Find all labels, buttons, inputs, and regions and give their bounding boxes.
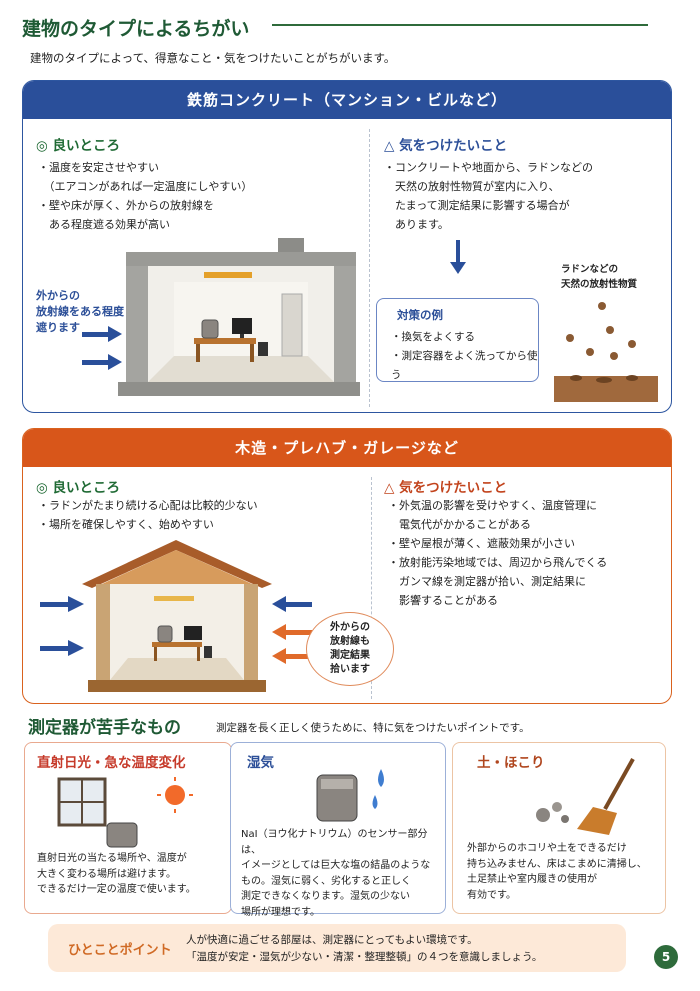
- wooden-header: 木造・プレハブ・ガレージなど: [23, 429, 671, 467]
- humidity-text: NaI（ヨウ化ナトリウム）のセンサー部分は、 イメージとしては巨大な塩の結晶のよ…: [241, 829, 431, 918]
- page-intro: 建物のタイプによって、得意なこと・気をつけたいことがちがいます。: [30, 51, 396, 65]
- wooden-divider: [371, 477, 372, 699]
- weakness-title: 測定器が苦手なもの: [28, 718, 181, 738]
- dust-title: 土・ほこり: [477, 755, 545, 771]
- concrete-warn-title: △ 気をつけたいこと: [384, 138, 508, 154]
- list-item: ある程度遮る効果が高い: [38, 218, 170, 231]
- page-title: 建物のタイプによるちがい: [22, 18, 250, 40]
- list-item: 天然の放射性物質が室内に入り、: [384, 180, 560, 193]
- speech-bubble: 外からの 放射線も 測定結果 拾います: [306, 612, 394, 686]
- list-item: 影響することがある: [388, 594, 498, 607]
- dust-text: 外部からのホコリや土をできるだけ 持ち込みません、床はこまめに清掃し、 土足禁止…: [467, 843, 647, 901]
- list-item: ・換気をよくする: [391, 331, 475, 343]
- list-item: 電気代がかかることがある: [388, 518, 531, 531]
- countermeasure-title: 対策の例: [397, 308, 443, 322]
- concrete-warn-list: ・コンクリートや地面から、ラドンなどの 天然の放射性物質が室内に入り、 たまって…: [384, 158, 593, 234]
- list-item: ・ラドンがたまり続ける心配は比較的少ない: [38, 499, 258, 512]
- concrete-divider: [369, 129, 370, 407]
- wooden-warn-list: ・外気温の影響を受けやすく、温度管理に 電気代がかかることがある ・壁や屋根が薄…: [388, 496, 607, 610]
- list-item: ・コンクリートや地面から、ラドンなどの: [384, 161, 593, 174]
- soil-radon-illustration: [554, 302, 658, 402]
- list-item: あります。: [384, 218, 449, 231]
- concrete-room-illustration: [82, 238, 360, 396]
- list-item: たまって測定結果に影響する場合が: [384, 199, 570, 212]
- title-underline: [272, 24, 648, 26]
- arrow-down-icon: [450, 240, 466, 274]
- page-number: 5: [654, 945, 678, 969]
- arrow-icon: [272, 624, 312, 664]
- list-item: （エアコンがあれば一定温度にしやすい）: [38, 180, 253, 193]
- arrow-icon: [82, 326, 122, 370]
- incoming-arrows: [272, 596, 312, 664]
- sunlight-card: 直射日光・急な温度変化 直射日光の当たる場所や、温度が 大きく変わる場所は避けま…: [24, 742, 232, 914]
- list-item: ・放射能汚染地域では、周辺から飛んでくる: [388, 556, 608, 569]
- arrow-icon: [272, 596, 312, 612]
- countermeasure-box: 対策の例 ・換気をよくする ・測定容器をよく洗ってから使う: [376, 298, 539, 382]
- concrete-good-list: ・温度を安定させやすい （エアコンがあれば一定温度にしやすい） ・壁や床が厚く、…: [38, 158, 252, 234]
- list-item: ・温度を安定させやすい: [38, 161, 159, 174]
- broom-icon: [536, 758, 635, 835]
- wooden-warn-title: △ 気をつけたいこと: [384, 480, 508, 496]
- list-item: ガンマ線を測定器が拾い、測定結果に: [388, 575, 586, 588]
- humidity-title: 湿気: [247, 755, 274, 771]
- humidity-card: 湿気 NaI（ヨウ化ナトリウム）のセンサー部分は、 イメージとしては巨大な塩の結…: [230, 742, 446, 918]
- detector-droplet-icon: [316, 769, 384, 822]
- concrete-header: 鉄筋コンクリート（マンション・ビルなど）: [23, 81, 671, 119]
- wooden-good-list: ・ラドンがたまり続ける心配は比較的少ない ・場所を確保しやすく、始めやすい: [38, 496, 258, 534]
- list-item: ・測定容器をよく洗ってから使う: [391, 350, 538, 381]
- list-item: ・壁や床が厚く、外からの放射線を: [38, 199, 214, 212]
- list-item: ・壁や屋根が薄く、遮蔽効果が小さい: [388, 537, 575, 550]
- wooden-house-illustration: [40, 540, 272, 692]
- concrete-outside-note: 外からの 放射線をある程度 遮ります: [36, 289, 124, 334]
- list-item: ・場所を確保しやすく、始めやすい: [38, 518, 214, 531]
- dust-card: 土・ほこり 外部からのホコリや土をできるだけ 持ち込みません、床はこまめに清掃し…: [452, 742, 666, 914]
- sunlight-title: 直射日光・急な温度変化: [37, 755, 186, 771]
- sunlight-text: 直射日光の当たる場所や、温度が 大きく変わる場所は避けます。 できるだけ一定の温…: [37, 853, 196, 895]
- radon-label: ラドンなどの 天然の放射性物質: [561, 264, 638, 290]
- tip-box: [48, 924, 626, 972]
- tip-text: 人が快適に過ごせる部屋は、測定器にとってもよい環境です。 「温度が安定・湿気が少…: [186, 934, 543, 963]
- wooden-good-title: ◎ 良いところ: [36, 480, 120, 496]
- arrow-icon: [40, 596, 84, 656]
- concrete-good-title: ◎ 良いところ: [36, 138, 120, 154]
- weakness-note: 測定器を長く正しく使うために、特に気をつけたいポイントです。: [216, 722, 530, 734]
- sun-window-icon: [57, 777, 193, 848]
- list-item: ・外気温の影響を受けやすく、温度管理に: [388, 499, 597, 512]
- tip-label: ひとことポイント: [68, 943, 172, 958]
